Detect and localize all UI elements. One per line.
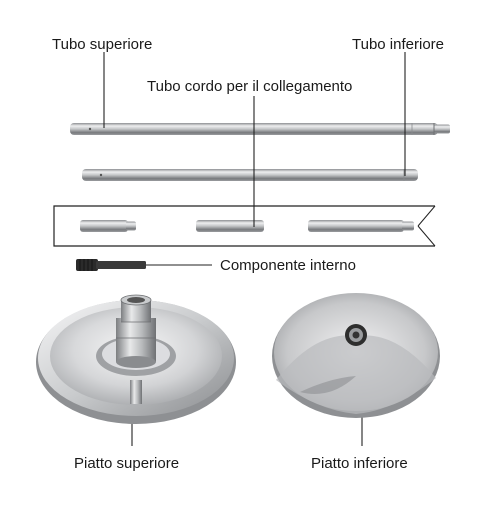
label-bottom-plate: Piatto inferiore	[311, 455, 408, 472]
inner-component	[76, 259, 146, 271]
leader-lines	[103, 52, 406, 446]
label-inner-component: Componente interno	[220, 257, 356, 274]
connector-tube-2	[196, 220, 264, 232]
bottom-plate	[272, 293, 440, 418]
label-top-plate: Piatto superiore	[74, 455, 180, 472]
label-connector-tube: Tubo cordo per il collegamento	[147, 78, 353, 95]
top-tube	[70, 123, 450, 135]
middle-tube	[82, 169, 418, 181]
connector-tube-3	[308, 220, 414, 232]
connector-tube-1	[80, 220, 136, 232]
connector-tubes-box	[53, 205, 436, 247]
label-bottom-tube: Tubo inferiore	[352, 36, 444, 53]
top-plate	[36, 294, 236, 424]
label-top-tube: Tubo superiore	[52, 36, 153, 53]
